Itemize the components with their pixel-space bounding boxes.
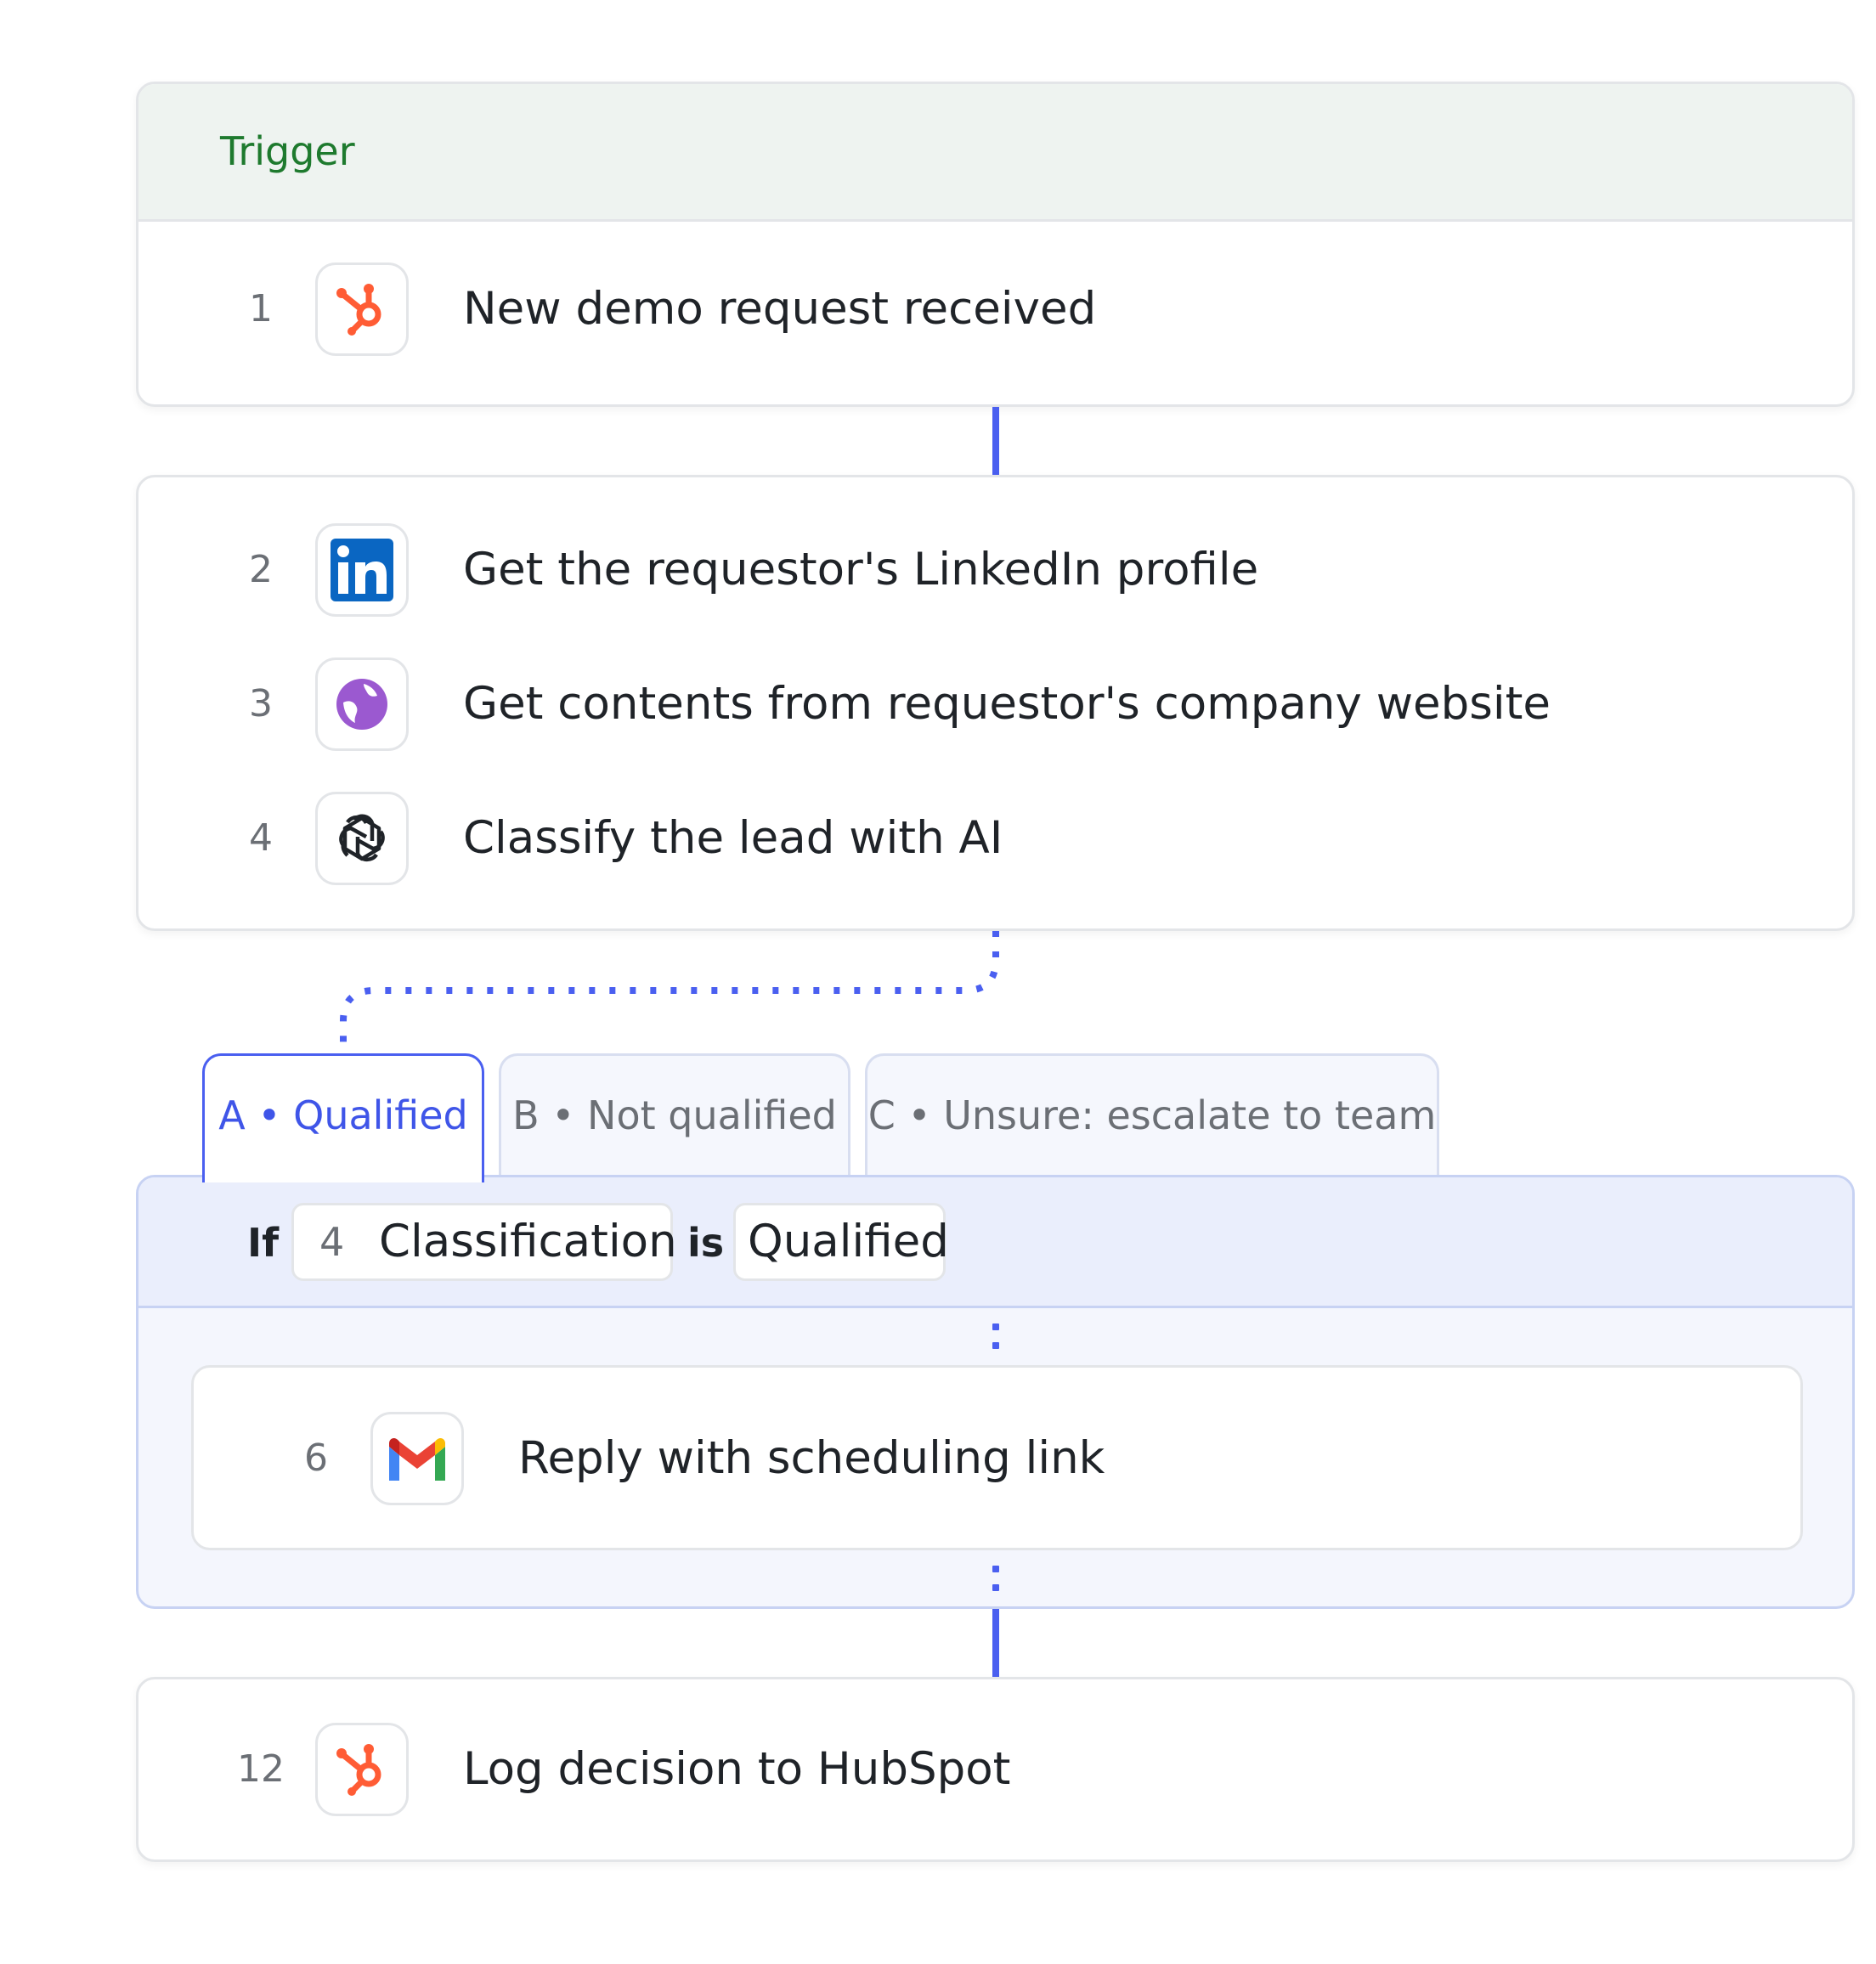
- tab-branch-a[interactable]: A • Qualified: [202, 1053, 484, 1182]
- tab-branch-c[interactable]: C • Unsure: escalate to team: [865, 1053, 1439, 1179]
- actions-card[interactable]: 2 Get the requestor's LinkedIn profile 3…: [136, 475, 1855, 931]
- step-number: 4: [249, 816, 273, 860]
- hubspot-icon: [315, 262, 409, 356]
- step-row-4[interactable]: 4 Classify the lead with AI: [138, 792, 1852, 885]
- step-number: 6: [304, 1436, 328, 1480]
- step-row-2[interactable]: 2 Get the requestor's LinkedIn profile: [138, 523, 1852, 617]
- condition-value: Qualified: [748, 1216, 949, 1267]
- step-number: 12: [237, 1747, 285, 1791]
- dotted-connector: [992, 1323, 999, 1351]
- linkedin-icon: [315, 523, 409, 617]
- step-row-6[interactable]: 6 Reply with scheduling link: [194, 1412, 1800, 1505]
- trigger-label: Trigger: [220, 128, 355, 174]
- flow-connector: [992, 407, 999, 475]
- gmail-icon: [370, 1412, 464, 1505]
- globe-icon: [315, 657, 409, 751]
- condition-field-step: 4: [319, 1219, 345, 1265]
- step-label: Reply with scheduling link: [518, 1432, 1105, 1484]
- step-number: 1: [249, 287, 273, 330]
- final-step-card[interactable]: 12 Log decision to HubSpot: [136, 1677, 1855, 1862]
- tab-label: A • Qualified: [218, 1092, 468, 1138]
- dotted-connector: [992, 1566, 999, 1593]
- condition-if: If: [247, 1220, 280, 1266]
- condition-field-name: Classification: [379, 1216, 677, 1267]
- flow-connector: [992, 1609, 999, 1677]
- step-number: 2: [249, 548, 273, 591]
- step-label: New demo request received: [463, 283, 1097, 335]
- condition-field-pill[interactable]: 4 Classification: [291, 1203, 677, 1281]
- condition-bar: If 4 Classification is Qualified: [138, 1177, 1852, 1308]
- trigger-header: Trigger: [138, 84, 1852, 222]
- step-row-1[interactable]: 1 New demo request received: [138, 262, 1852, 356]
- step-row-3[interactable]: 3 Get contents from requestor's company …: [138, 657, 1852, 751]
- step-row-12[interactable]: 12 Log decision to HubSpot: [138, 1723, 1852, 1816]
- condition-value-pill[interactable]: Qualified: [733, 1203, 949, 1281]
- step-number: 3: [249, 682, 273, 725]
- branch-panel: If 4 Classification is Qualified 6: [136, 1175, 1855, 1609]
- trigger-card[interactable]: Trigger 1 New demo request received: [136, 82, 1855, 407]
- tab-label: B • Not qualified: [512, 1092, 837, 1138]
- step-label: Get the requestor's LinkedIn profile: [463, 544, 1259, 595]
- openai-icon: [315, 792, 409, 885]
- step-label: Classify the lead with AI: [463, 812, 1003, 864]
- hubspot-icon: [315, 1723, 409, 1816]
- branch-step-card[interactable]: 6 Reply with scheduling link: [191, 1365, 1803, 1550]
- step-label: Get contents from requestor's company we…: [463, 678, 1551, 730]
- tab-label: C • Unsure: escalate to team: [867, 1092, 1437, 1138]
- condition-operator: is: [687, 1220, 725, 1266]
- step-label: Log decision to HubSpot: [463, 1743, 1011, 1795]
- tab-branch-b[interactable]: B • Not qualified: [499, 1053, 850, 1179]
